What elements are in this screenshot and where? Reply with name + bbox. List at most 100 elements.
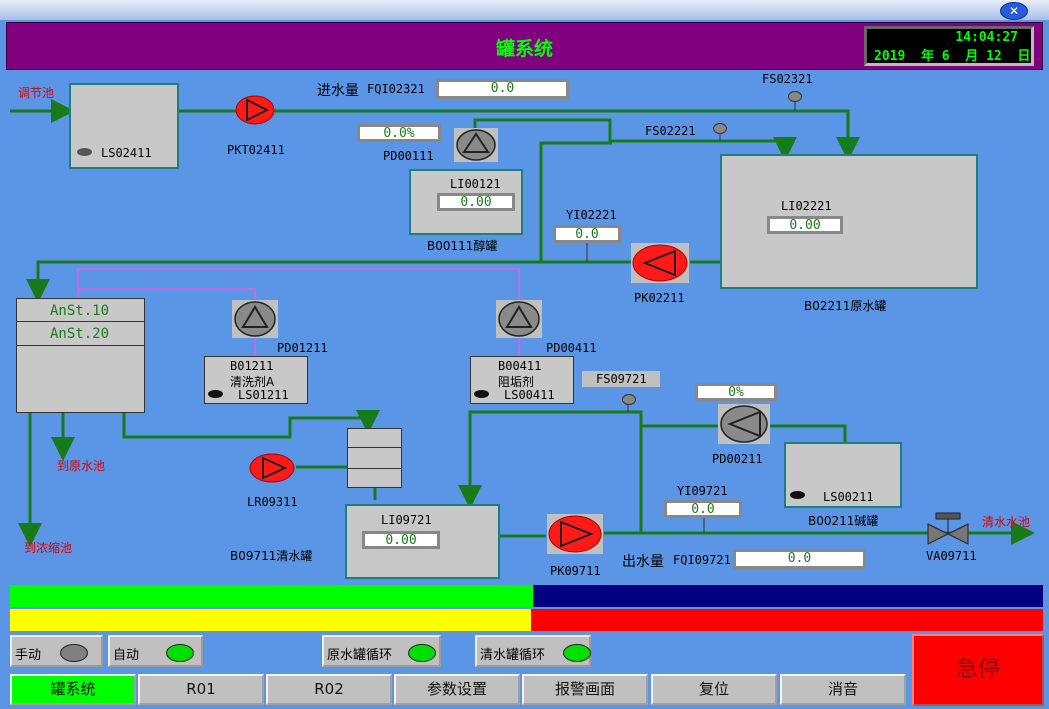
label-zugouji: 阻垢剂 — [498, 375, 535, 389]
tab-settings[interactable]: 参数设置 — [394, 674, 520, 705]
manual-label: 手动 — [15, 648, 42, 663]
pipe-feed-left — [26, 260, 541, 303]
tab-tank-system[interactable]: 罐系统 — [10, 674, 136, 705]
pipe-main-in — [178, 109, 860, 161]
status-bar-navy — [533, 585, 1043, 607]
pump-pd01211[interactable] — [232, 300, 278, 338]
dosing-branch — [78, 288, 256, 300]
label-jinshuiliang: 进水量 — [317, 83, 359, 99]
label-fs09721: FS09721 — [596, 372, 647, 386]
label-daoyuanshuichi: 到原水池 — [57, 459, 106, 473]
close-button[interactable]: ✕ — [1000, 2, 1028, 20]
fs09721-tag — [582, 371, 660, 387]
tab-r02[interactable]: R02 — [266, 674, 392, 705]
close-icon: ✕ — [1008, 4, 1020, 18]
filter-band-2 — [348, 468, 401, 469]
pipe-pd00111 — [473, 118, 797, 161]
raw-loop-button[interactable]: 原水罐循环 — [322, 635, 441, 667]
clock-date: 2019 年 6 月 12 日 — [874, 49, 1031, 64]
auto-button[interactable]: 自动 — [108, 635, 203, 667]
manual-button[interactable]: 手动 — [10, 635, 103, 667]
estop-button[interactable]: 急停 — [912, 634, 1044, 706]
ls00411-led — [474, 390, 489, 398]
status-bar-red — [531, 609, 1043, 631]
page-title: 罐系统 — [495, 38, 553, 60]
label-fs02221: FS02221 — [645, 124, 696, 138]
mute-button[interactable]: 消音 — [780, 674, 906, 705]
fs02221-sensor-icon — [713, 123, 727, 134]
anst10-band — [17, 299, 144, 322]
label-pd00211: PD00211 — [712, 452, 763, 466]
pump-pd00411[interactable] — [496, 300, 542, 338]
label-tiaojiechi: 调节池 — [18, 86, 55, 100]
tank-b00411[interactable] — [470, 356, 574, 404]
status-bar-yellow — [10, 609, 531, 631]
label-li02221: LI02221 — [781, 199, 832, 213]
clean-loop-label: 清水罐循环 — [480, 648, 546, 663]
filter-unit[interactable] — [347, 428, 402, 488]
clean-loop-button[interactable]: 清水罐循环 — [475, 635, 591, 667]
clock-time: 14:04:27 — [955, 30, 1018, 45]
va09711-valve — [927, 512, 969, 545]
dosing-line — [77, 268, 520, 302]
manual-indicator-icon — [60, 644, 88, 662]
fqi02321-value: 0.0 — [436, 79, 569, 99]
pd00111-value: 0.0% — [357, 124, 441, 142]
yi09721-value: 0.0 — [664, 500, 742, 518]
label-ls02411: LS02411 — [101, 146, 152, 160]
pump-pd00111[interactable] — [454, 128, 498, 162]
label-yi09721: YI09721 — [677, 484, 728, 498]
clock-panel — [864, 26, 1034, 66]
ls01211-led — [208, 390, 223, 398]
status-bar-green — [10, 585, 533, 607]
label-ls01211: LS01211 — [238, 388, 289, 402]
li00121-value: 0.00 — [437, 193, 515, 211]
label-daonongsuochi: 到浓缩池 — [24, 541, 73, 555]
label-va09711: VA09711 — [926, 549, 977, 563]
pump-pk09711[interactable] — [547, 514, 603, 554]
label-yi02221: YI02221 — [566, 208, 617, 222]
yi02221-value: 0.0 — [553, 225, 621, 243]
li02221-value: 0.00 — [767, 216, 843, 234]
label-b09711: B09711清水罐 — [230, 549, 313, 563]
label-fqi09721: FQI09721 — [673, 553, 731, 567]
label-b00411: B00411 — [498, 359, 542, 373]
label-ls00411: LS00411 — [504, 388, 555, 402]
pump-lr09311[interactable] — [249, 453, 295, 483]
fqi09721-value: 0.0 — [733, 549, 866, 569]
label-fs02321: FS02321 — [762, 72, 813, 86]
label-pd01211: PD01211 — [277, 341, 328, 355]
pd00211-value: 0% — [695, 383, 777, 401]
label-pk09711: PK09711 — [550, 564, 601, 578]
pump-pk02211[interactable] — [631, 243, 689, 283]
label-b00211: B00211碱罐 — [808, 514, 879, 528]
pump-pd00211[interactable] — [718, 404, 770, 444]
filter-band-1 — [348, 447, 401, 448]
tab-r01[interactable]: R01 — [138, 674, 264, 705]
pipe-to-filter — [122, 410, 380, 439]
pipe-recycle — [458, 410, 643, 533]
tab-alarms[interactable]: 报警画面 — [522, 674, 648, 705]
label-b02211: B02211原水罐 — [804, 299, 887, 313]
tank-b02211[interactable] — [720, 154, 978, 289]
ls02411-led — [77, 148, 92, 156]
label-b00111: B00111醇罐 — [427, 239, 498, 253]
fs09721-sensor-icon — [622, 394, 636, 405]
label-anst20: AnSt.20 — [50, 326, 110, 342]
clean-loop-indicator-icon — [563, 644, 591, 662]
reset-button[interactable]: 复位 — [651, 674, 777, 705]
li09721-value: 0.00 — [362, 531, 440, 549]
label-anst10: AnSt.10 — [50, 303, 110, 319]
label-pkt02411: PKT02411 — [227, 143, 285, 157]
label-pd00411: PD00411 — [546, 341, 597, 355]
label-li00121: LI00121 — [450, 177, 501, 191]
label-li09721: LI09721 — [381, 513, 432, 527]
anst-unit[interactable] — [16, 298, 145, 413]
label-pd00111: PD00111 — [383, 149, 434, 163]
auto-label: 自动 — [113, 648, 140, 663]
ls00211-led — [790, 491, 805, 499]
pump-pkt02411[interactable] — [235, 95, 275, 125]
window-frame-top — [0, 0, 1049, 20]
label-qingxiji: 清洗剂A — [230, 375, 275, 389]
